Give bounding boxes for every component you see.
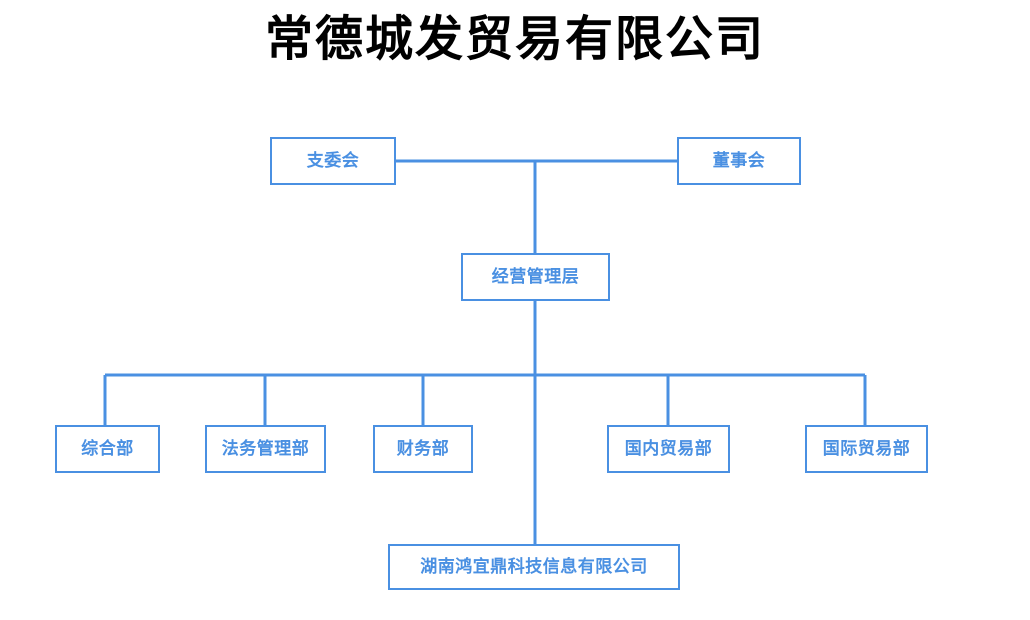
node-label: 综合部 bbox=[81, 439, 134, 459]
node-domestic-trade-department[interactable]: 国内贸易部 bbox=[607, 425, 730, 473]
node-label: 支委会 bbox=[306, 151, 360, 171]
node-subsidiary-company[interactable]: 湖南鸿宜鼎科技信息有限公司 bbox=[388, 544, 680, 590]
page-title: 常德城发贸易有限公司 bbox=[264, 11, 765, 67]
node-legal-department[interactable]: 法务管理部 bbox=[205, 425, 326, 473]
node-management-layer[interactable]: 经营管理层 bbox=[461, 253, 610, 301]
node-label: 国际贸易部 bbox=[822, 439, 911, 459]
node-international-trade-department[interactable]: 国际贸易部 bbox=[805, 425, 928, 473]
node-general-department[interactable]: 综合部 bbox=[55, 425, 160, 473]
node-label: 湖南鸿宜鼎科技信息有限公司 bbox=[420, 557, 648, 577]
node-finance-department[interactable]: 财务部 bbox=[373, 425, 473, 473]
node-label: 国内贸易部 bbox=[624, 439, 713, 459]
node-label: 财务部 bbox=[396, 439, 450, 459]
node-label: 经营管理层 bbox=[491, 267, 580, 287]
node-party-committee[interactable]: 支委会 bbox=[270, 137, 396, 185]
node-board-of-directors[interactable]: 董事会 bbox=[677, 137, 801, 185]
node-label: 董事会 bbox=[712, 151, 766, 171]
node-label: 法务管理部 bbox=[221, 439, 310, 459]
